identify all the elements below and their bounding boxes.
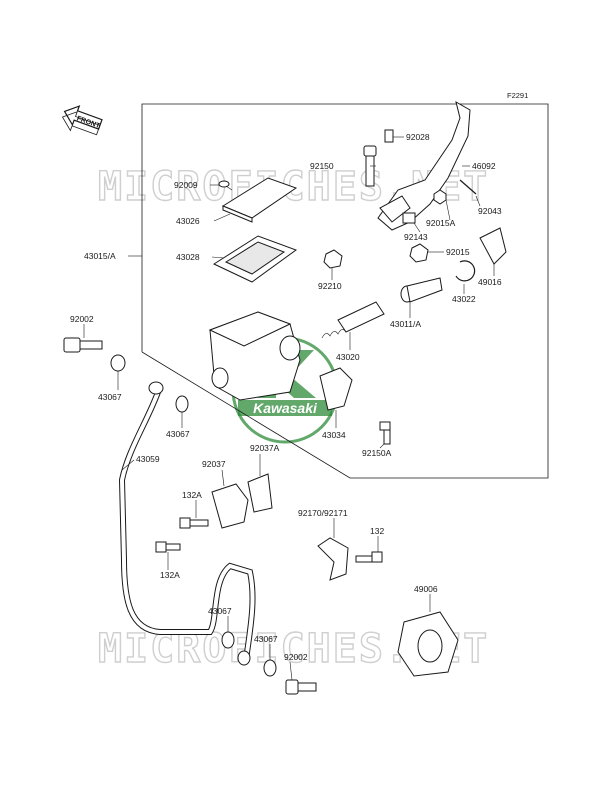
- label-92028: 92028: [406, 132, 430, 142]
- washer-4: [263, 659, 277, 677]
- clamp-43034: [319, 367, 353, 411]
- pivot-bolt: [363, 145, 377, 187]
- label-43026: 43026: [176, 216, 200, 226]
- diagram-ref: F2291: [507, 91, 528, 100]
- bushing: [384, 129, 394, 143]
- label-92150a: 92150A: [362, 448, 392, 458]
- cotter-pin: [459, 179, 477, 195]
- part-labels: 92028 92150 46092 92009 43026 92043 9201…: [70, 132, 502, 662]
- label-92015a: 92015A: [426, 218, 456, 228]
- label-43028: 43028: [176, 252, 200, 262]
- label-92002-bottom: 92002: [284, 652, 308, 662]
- label-132: 132: [370, 526, 384, 536]
- label-92143: 92143: [404, 232, 428, 242]
- label-49006: 49006: [414, 584, 438, 594]
- dust-boot: [479, 227, 507, 265]
- hose-bracket: [211, 483, 249, 529]
- label-92043: 92043: [478, 206, 502, 216]
- label-132a-1: 132A: [182, 490, 202, 500]
- label-43015a: 43015/A: [84, 251, 116, 261]
- label-43022: 43022: [452, 294, 476, 304]
- hose-bracket-a: [247, 473, 273, 513]
- bolt-132a-2: [155, 541, 181, 553]
- logo-text: Kawasaki: [253, 400, 318, 416]
- label-92037a: 92037A: [250, 443, 280, 453]
- washer-2: [175, 395, 189, 413]
- label-92210: 92210: [318, 281, 342, 291]
- label-43067-3: 43067: [208, 606, 232, 616]
- banjo-bolt-top: [63, 337, 103, 353]
- collar: [402, 212, 416, 224]
- washer-3: [221, 631, 235, 649]
- nut-92210: [323, 249, 343, 269]
- diaphragm: [212, 235, 298, 283]
- brake-hose: [118, 381, 256, 666]
- leader-lines: [83, 136, 495, 681]
- label-43067-2: 43067: [166, 429, 190, 439]
- circlip: [455, 260, 476, 282]
- label-43067-1: 43067: [98, 392, 122, 402]
- piston-spring: [321, 301, 385, 339]
- washer-1: [110, 354, 126, 372]
- bolt-132: [355, 551, 383, 563]
- assembly-frame: [141, 103, 549, 479]
- bolt-132a-1: [179, 517, 209, 529]
- clamp-bolt: [379, 421, 391, 445]
- label-43011a: 43011/A: [390, 319, 421, 329]
- label-92170: 92170/92171: [298, 508, 348, 518]
- label-43067-4: 43067: [254, 634, 278, 644]
- front-arrow-icon: FRONT: [61, 105, 103, 136]
- label-92002-top: 92002: [70, 314, 94, 324]
- banjo-bolt-bottom: [285, 679, 317, 695]
- label-43020: 43020: [336, 352, 360, 362]
- label-49016: 49016: [478, 277, 502, 287]
- label-92015: 92015: [446, 247, 470, 257]
- piston: [400, 277, 443, 303]
- nut-92015: [409, 243, 429, 263]
- label-92150: 92150: [310, 161, 334, 171]
- cap-screw: [218, 180, 233, 191]
- master-cylinder-body: [208, 311, 301, 401]
- clamp-92170: [317, 537, 349, 581]
- label-92037: 92037: [202, 459, 226, 469]
- label-92009: 92009: [174, 180, 198, 190]
- label-46092: 46092: [472, 161, 496, 171]
- label-43034: 43034: [322, 430, 346, 440]
- label-43059: 43059: [136, 454, 160, 464]
- label-132a-2: 132A: [160, 570, 180, 580]
